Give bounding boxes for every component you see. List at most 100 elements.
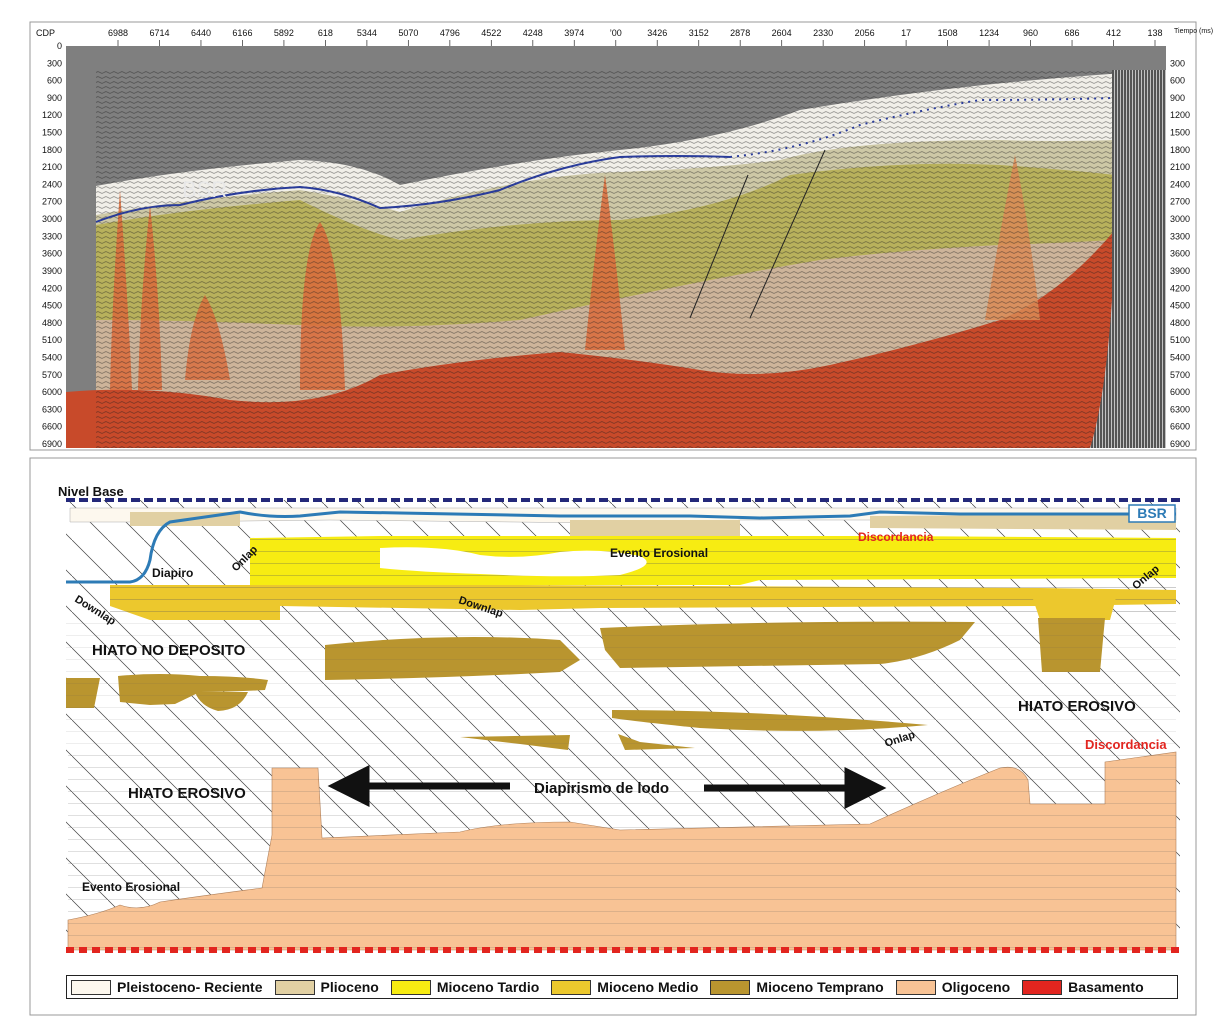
hiato-erosivo-right-label: HIATO EROSIVO — [1018, 698, 1136, 715]
cdp-tick-label: 6440 — [191, 28, 211, 38]
layer-plioceno-2 — [570, 520, 740, 536]
cdp-tick-label: 618 — [318, 28, 333, 38]
cdp-tick-label: 1234 — [979, 28, 999, 38]
time-tick-right: 600 — [1170, 76, 1185, 86]
time-tick-left: 2100 — [42, 162, 62, 172]
legend-label: Mioceno Temprano — [756, 979, 884, 995]
time-tick-right: 4500 — [1170, 301, 1190, 311]
legend-item-plioceno: Plioceno — [274, 979, 379, 995]
legend-label: Mioceno Medio — [597, 979, 699, 995]
time-tick-left: 3600 — [42, 249, 62, 259]
bsr-line — [95, 155, 731, 223]
cdp-tick-label: 2604 — [772, 28, 792, 38]
time-tick-right: 3600 — [1170, 249, 1190, 259]
time-tick-right: 1200 — [1170, 110, 1190, 120]
cdp-tick-label: 138 — [1147, 28, 1162, 38]
evento-erosional-bottom-label: Evento Erosional — [82, 880, 180, 894]
legend-swatch — [551, 979, 592, 995]
time-tick-right: 2400 — [1170, 179, 1190, 189]
cdp-tick-label: 4522 — [481, 28, 501, 38]
hiato-erosivo-left-label: HIATO EROSIVO — [128, 785, 246, 802]
time-tick-left: 600 — [47, 76, 62, 86]
time-tick-left: 300 — [47, 58, 62, 68]
cdp-tick-label: 3152 — [689, 28, 709, 38]
cdp-tick-label: 3974 — [564, 28, 584, 38]
nivel-base-label: Nivel Base — [58, 484, 124, 499]
time-tick-right: 4800 — [1170, 318, 1190, 328]
time-tick-left: 6300 — [42, 404, 62, 414]
legend-item-oligoceno: Oligoceno — [895, 979, 1010, 995]
time-tick-right: 3000 — [1170, 214, 1190, 224]
legend-item-mioceno-medio: Mioceno Medio — [551, 979, 698, 995]
evento-erosional-top-label: Evento Erosional — [610, 546, 708, 560]
layer-mioceno-medio-lines — [110, 585, 1176, 620]
legend-swatch — [390, 979, 431, 995]
cdp-tick-label: 17 — [901, 28, 911, 38]
fault-2 — [749, 149, 826, 319]
cdp-tick-label: 4796 — [440, 28, 460, 38]
fault-1 — [689, 174, 749, 319]
legend-swatch — [710, 979, 751, 995]
cdp-tick-label: 5344 — [357, 28, 377, 38]
legend-item-mioceno-tardio: Mioceno Tardio — [390, 979, 540, 995]
legend-label: Basamento — [1068, 979, 1144, 995]
legend-swatch — [1022, 979, 1063, 995]
layer-mioceno-medio-right — [1030, 590, 1118, 620]
time-tick-right: 2700 — [1170, 197, 1190, 207]
time-tick-right: 5400 — [1170, 352, 1190, 362]
time-tick-left: 6000 — [42, 387, 62, 397]
time-tick-left: 1500 — [42, 128, 62, 138]
cdp-tick-label: 960 — [1023, 28, 1038, 38]
time-tick-right: 3300 — [1170, 231, 1190, 241]
time-tick-right: 5700 — [1170, 370, 1190, 380]
hiato-no-deposito-label: HIATO NO DEPOSITO — [92, 642, 246, 659]
tardio-gap — [380, 547, 647, 577]
oligoceno-lines — [68, 752, 1176, 950]
time-tick-left: 4200 — [42, 283, 62, 293]
cdp-tick-label: 5070 — [398, 28, 418, 38]
discordancia-bottom-label: Discordancia — [1085, 737, 1167, 752]
cdp-tick-label: 412 — [1106, 28, 1121, 38]
cdp-tick-label: 5892 — [274, 28, 294, 38]
time-tick-left: 6600 — [42, 422, 62, 432]
diapiro-label: Diapiro — [152, 566, 193, 580]
legend-swatch — [274, 979, 315, 995]
time-tick-left: 0 — [57, 41, 62, 51]
time-tick-right: 6600 — [1170, 422, 1190, 432]
time-tick-right: 3900 — [1170, 266, 1190, 276]
time-tick-left: 5700 — [42, 370, 62, 380]
layer-plioceno-3 — [870, 514, 1176, 530]
cdp-label: CDP — [36, 28, 55, 38]
time-tick-right: 900 — [1170, 93, 1185, 103]
time-axis-left: 0 300 600 900 1200 1500 1800 2100 2400 2700 3000 33… — [42, 41, 62, 449]
time-tick-left: 2400 — [42, 179, 62, 189]
time-tick-left: 900 — [47, 93, 62, 103]
time-tick-left: 1200 — [42, 110, 62, 120]
time-tick-left: 3300 — [42, 231, 62, 241]
legend-label: Pleistoceno- Reciente — [117, 979, 263, 995]
legend-item-basamento: Basamento — [1022, 979, 1144, 995]
time-tick-left: 6900 — [42, 439, 62, 449]
bsr-box-label: BSR — [1137, 505, 1167, 521]
time-tick-right: 1500 — [1170, 128, 1190, 138]
time-tick-left: 3000 — [42, 214, 62, 224]
cdp-tick-label: 686 — [1065, 28, 1080, 38]
cdp-tick-label: 4248 — [523, 28, 543, 38]
diapirismo-label: Diapirismo de lodo — [534, 780, 669, 797]
legend-swatch — [895, 979, 936, 995]
legend-label: Mioceno Tardio — [436, 979, 540, 995]
time-tick-right: 6900 — [1170, 439, 1190, 449]
seismic-texture — [96, 70, 1116, 448]
legend-item-mioceno-temprano: Mioceno Temprano — [710, 979, 884, 995]
time-tick-right: 300 — [1170, 58, 1185, 68]
legend-label: Plioceno — [320, 979, 379, 995]
bsr-box — [1128, 504, 1176, 523]
time-tick-left: 2700 — [42, 197, 62, 207]
legend-swatch — [71, 979, 111, 995]
time-tick-left: 5400 — [42, 352, 62, 362]
time-tick-left: 4500 — [42, 301, 62, 311]
time-tick-left: 1800 — [42, 145, 62, 155]
mt-lines — [66, 618, 1176, 752]
